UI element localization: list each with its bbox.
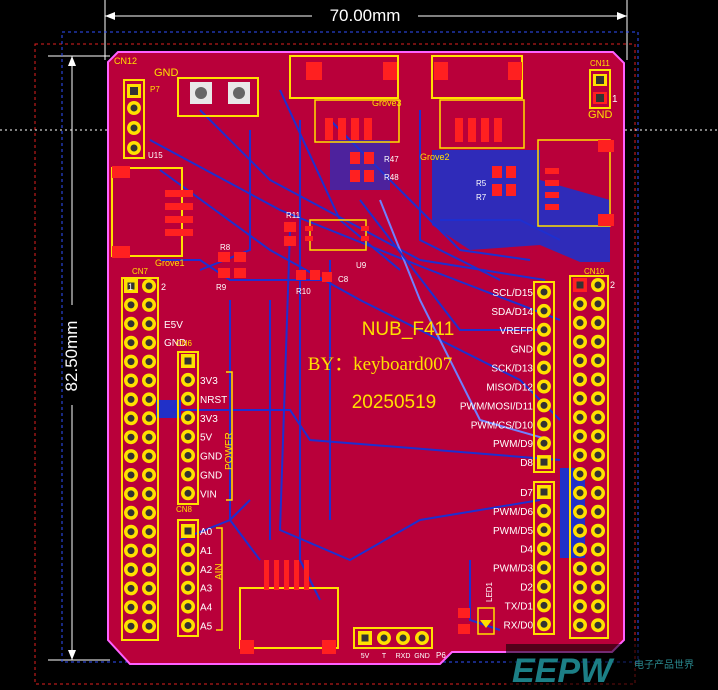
power-label: NRST <box>200 395 227 406</box>
p6-ref: P6 <box>436 651 446 660</box>
ain-label: A3 <box>200 584 213 595</box>
r10-label: R10 <box>296 287 311 296</box>
height-dimension: 82.50mm <box>62 321 81 392</box>
power-label: 5V <box>200 433 213 444</box>
p6-label: RXD <box>396 653 411 660</box>
ain-label: A2 <box>200 565 213 576</box>
cn5-label: MISO/D12 <box>486 383 533 394</box>
cn9-label: PWM/D3 <box>493 564 533 575</box>
cn5-label: PWM/CS/D10 <box>471 420 534 431</box>
grove3-label: Grove3 <box>372 98 402 108</box>
ain-label: A1 <box>200 546 213 557</box>
p6-label: 5V <box>361 653 370 660</box>
cn9-label: PWM/D6 <box>493 507 533 518</box>
cn5-label: D8 <box>520 458 533 469</box>
r11-label: R11 <box>286 211 301 220</box>
cn11-ref: CN11 <box>590 59 610 68</box>
terminal-block <box>177 77 259 117</box>
traces <box>149 89 561 631</box>
ain-label: A5 <box>200 622 213 633</box>
cn10-ref: CN10 <box>584 267 605 276</box>
width-dimension: 70.00mm <box>330 6 401 25</box>
board-date: 20250519 <box>352 392 437 413</box>
grove-connectors: Grove3 Grove2 Grove1 <box>111 55 525 268</box>
cn9-label: D4 <box>520 545 533 556</box>
u15-label: U15 <box>148 151 163 160</box>
cn5-label: GND <box>511 345 533 356</box>
ain-group-label: AIN <box>214 563 225 580</box>
cn7-gnd: GND <box>164 338 186 349</box>
power-label: VIN <box>200 489 217 500</box>
p6-label: GND <box>414 653 430 660</box>
usb-connector <box>239 560 339 654</box>
r5-label: R5 <box>476 179 487 188</box>
sd-card-slot <box>537 139 614 227</box>
cn7-pin1: 1 <box>128 282 133 292</box>
board <box>107 51 625 665</box>
cn9-label: PWM/D5 <box>493 526 533 537</box>
cn5-label: PWM/MOSI/D11 <box>460 401 534 412</box>
r9-label: R9 <box>216 283 227 292</box>
u9-label: U9 <box>356 261 367 270</box>
cn10-pin2: 2 <box>610 280 615 290</box>
power-label: GND <box>200 471 222 482</box>
cn9-label: TX/D1 <box>505 601 534 612</box>
smd-components: R47 R48 R5 R7 R11 R8 R9 R10 C8 U9 U15 LE… <box>148 151 516 635</box>
power-label: GND <box>200 452 222 463</box>
r47-label: R47 <box>384 155 399 164</box>
r8-label: R8 <box>220 243 231 252</box>
cn5-label: VREFP <box>500 326 534 337</box>
board-title: NUB_F411 <box>362 319 455 340</box>
cn11-header: CN11 1 GND <box>588 59 618 121</box>
cn11-gnd: GND <box>588 109 613 121</box>
cn12-header: CN12 GND P7 <box>114 56 179 159</box>
cn9-label: RX/D0 <box>504 620 534 631</box>
cn7-header <box>121 277 159 641</box>
cn7-e5v: E5V <box>164 320 183 331</box>
svg-text:电子产品世界: 电子产品世界 <box>634 658 694 671</box>
cn9-label: D2 <box>520 583 533 594</box>
cn12-alt-label: P7 <box>150 85 160 94</box>
cn7-ref: CN7 <box>132 267 149 276</box>
cn12-gnd-label: GND <box>154 67 179 79</box>
ain-label: A0 <box>200 527 213 538</box>
c8-label: C8 <box>338 275 349 284</box>
power-label: 3V3 <box>200 376 218 387</box>
cn5-label: SCK/D13 <box>491 364 533 375</box>
r48-label: R48 <box>384 173 399 182</box>
svg-text:EEPW: EEPW <box>512 652 615 690</box>
cn10-header <box>569 275 609 639</box>
cn5-label: SCL/D15 <box>492 288 533 299</box>
cn9-label: D7 <box>520 488 533 499</box>
led1-label: LED1 <box>485 581 494 602</box>
ain-label: A4 <box>200 603 213 614</box>
r7-label: R7 <box>476 193 487 202</box>
power-label: 3V3 <box>200 414 218 425</box>
cn5-label: PWM/D9 <box>493 439 533 450</box>
board-author: BY：keyboard007 <box>308 354 453 375</box>
p6-label: T <box>382 653 387 660</box>
cn11-pin1: 1 <box>612 94 618 105</box>
power-ref: CN6 <box>176 339 193 348</box>
cn7-pin2: 2 <box>161 282 166 292</box>
cn12-ref: CN12 <box>114 56 137 66</box>
grove1-label: Grove1 <box>155 258 185 268</box>
grove2-label: Grove2 <box>420 152 450 162</box>
power-group-label: POWER <box>224 432 235 470</box>
eepw-logo: EEPW 电子产品世界 <box>506 644 718 690</box>
cn5-label: SDA/D14 <box>491 307 533 318</box>
ain-ref: CN8 <box>176 505 193 514</box>
